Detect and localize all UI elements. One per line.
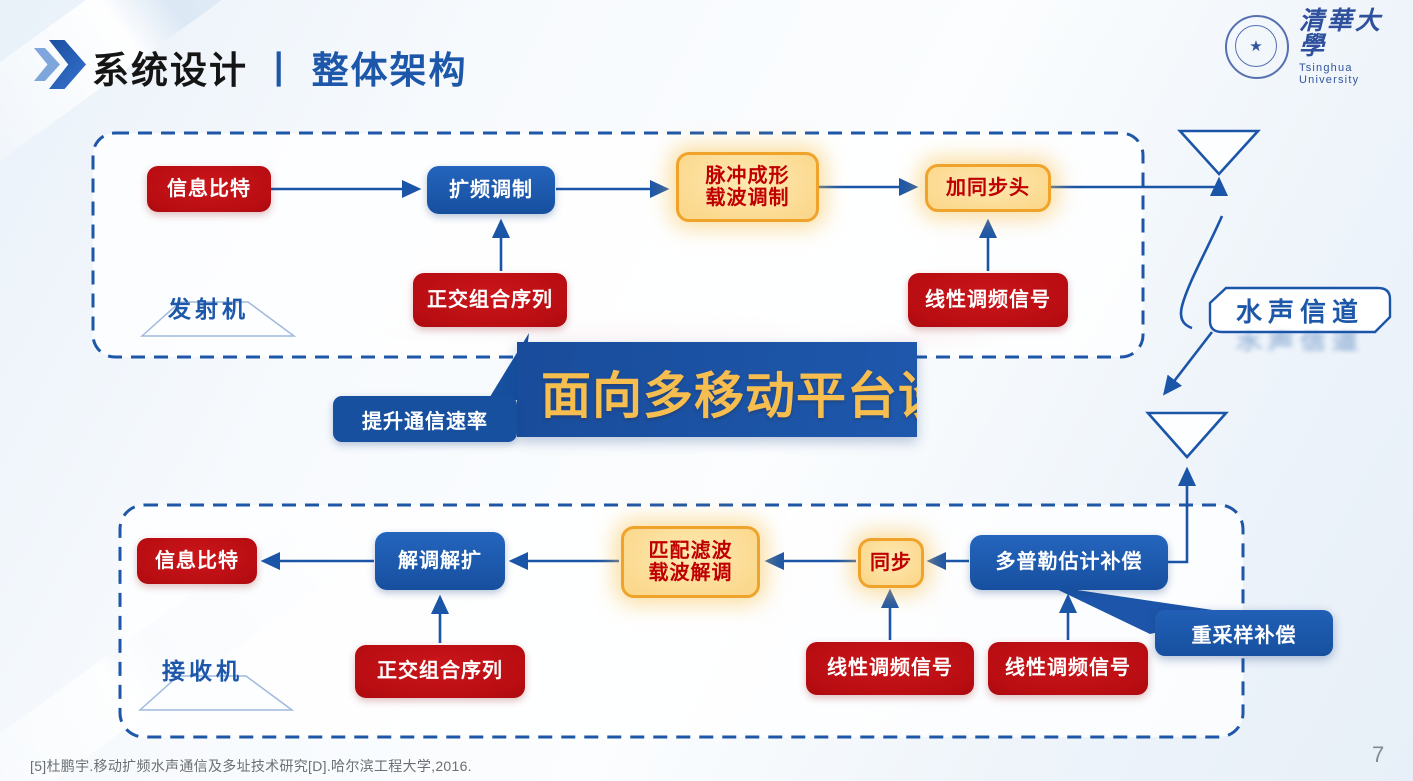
rx-node-info-bits: 信息比特 [137,538,257,584]
logo-english-name: Tsinghua University [1299,62,1360,86]
rx-antenna-icon [1145,411,1229,459]
rx-node-mf-line1: 匹配滤波 [648,539,733,562]
tx-node-spread-modulation: 扩频调制 [427,166,555,214]
rx-node-despread: 解调解扩 [375,532,505,590]
tx-node-pulse-line2: 载波调制 [705,187,790,209]
channel-label: 水声信道 [1235,297,1364,327]
rx-node-info-bits-label: 信息比特 [155,549,239,572]
transmitter-pennant [140,301,297,337]
tsinghua-emblem-star-icon: ★ [1235,25,1277,67]
tx-node-sync-header-label: 加同步头 [946,176,1030,199]
tx-node-orthogonal-sequence: 正交组合序列 [413,273,567,327]
rx-node-lfm-signal-2: 线性调频信号 [988,642,1148,695]
arrow-synchead-to-antenna [1051,176,1229,197]
receiver-section-label: 接收机 [162,658,243,684]
note-callout: 提升通信速率 [333,396,517,442]
rx-node-doppler-estimation: 多普勒估计补偿 [970,535,1168,590]
rx-node-orthogonal-sequence: 正交组合序列 [355,645,525,698]
tx-node-spread-label: 扩频调制 [449,178,533,201]
rx-node-matched-filter-demod: 匹配滤波 载波解调 [621,526,760,598]
rx-antenna-feed-line [1168,466,1197,564]
rx-node-doppler-label: 多普勒估计补偿 [995,551,1143,574]
rx-node-lfm1-label: 线性调频信号 [827,657,953,680]
note-callout-label: 提升通信速率 [362,410,488,433]
title-subtitle: 整体架构 [311,50,468,91]
tx-node-lfm-label: 线性调频信号 [925,288,1051,311]
tx-node-orth-label: 正交组合序列 [427,288,553,311]
tx-node-pulse-shaping-carrier-mod: 脉冲成形 载波调制 [676,152,819,222]
emblem-star: ★ [1249,38,1263,55]
tx-node-add-sync-header: 加同步头 [925,164,1051,212]
tsinghua-emblem-icon: ★ [1225,15,1289,79]
resample-callout: 重采样补偿 [1155,610,1333,656]
banner-strip: 面向多移动平台设 [517,342,917,437]
channel-curve [1179,215,1224,330]
page-title: 系统设计 丨 整体架构 [92,40,468,94]
channel-label-box [1208,286,1392,334]
transmitter-section-label: 发射机 [168,296,249,322]
arrow-channel-to-rx-antenna [1162,331,1214,396]
rx-node-lfm2-label: 线性调频信号 [1005,657,1131,680]
title-divider: 丨 [260,50,300,91]
receiver-pennant [138,675,295,711]
rx-node-lfm-signal-1: 线性调频信号 [806,642,974,695]
tx-node-info-bits-label: 信息比特 [167,177,251,200]
rx-node-sync-label: 同步 [870,551,912,574]
banner-text: 面向多移动平台设 [541,368,917,424]
tsinghua-logo: ★ 清華大學 Tsinghua University [1225,8,1400,86]
rx-node-mf-line2: 载波解调 [648,562,733,584]
logo-chinese-name: 清華大學 [1299,6,1384,60]
rx-node-despread-label: 解调解扩 [398,549,482,572]
tx-antenna-icon [1177,129,1261,176]
tx-node-pulse-line1: 脉冲成形 [705,164,790,187]
title-main: 系统设计 [92,50,248,91]
rx-node-sync: 同步 [858,538,924,588]
tx-node-lfm-signal: 线性调频信号 [908,273,1068,327]
tx-node-info-bits: 信息比特 [147,166,271,212]
page-number: 7 [1372,742,1385,767]
rx-node-orth-label: 正交组合序列 [377,660,503,683]
resample-callout-label: 重采样补偿 [1191,624,1297,647]
channel-label-reflection: 水声信道 [1235,329,1364,354]
citation-text: [5]杜鹏宇.移动扩频水声通信及多址技术研究[D].哈尔滨工程大学,2016. [30,758,472,774]
